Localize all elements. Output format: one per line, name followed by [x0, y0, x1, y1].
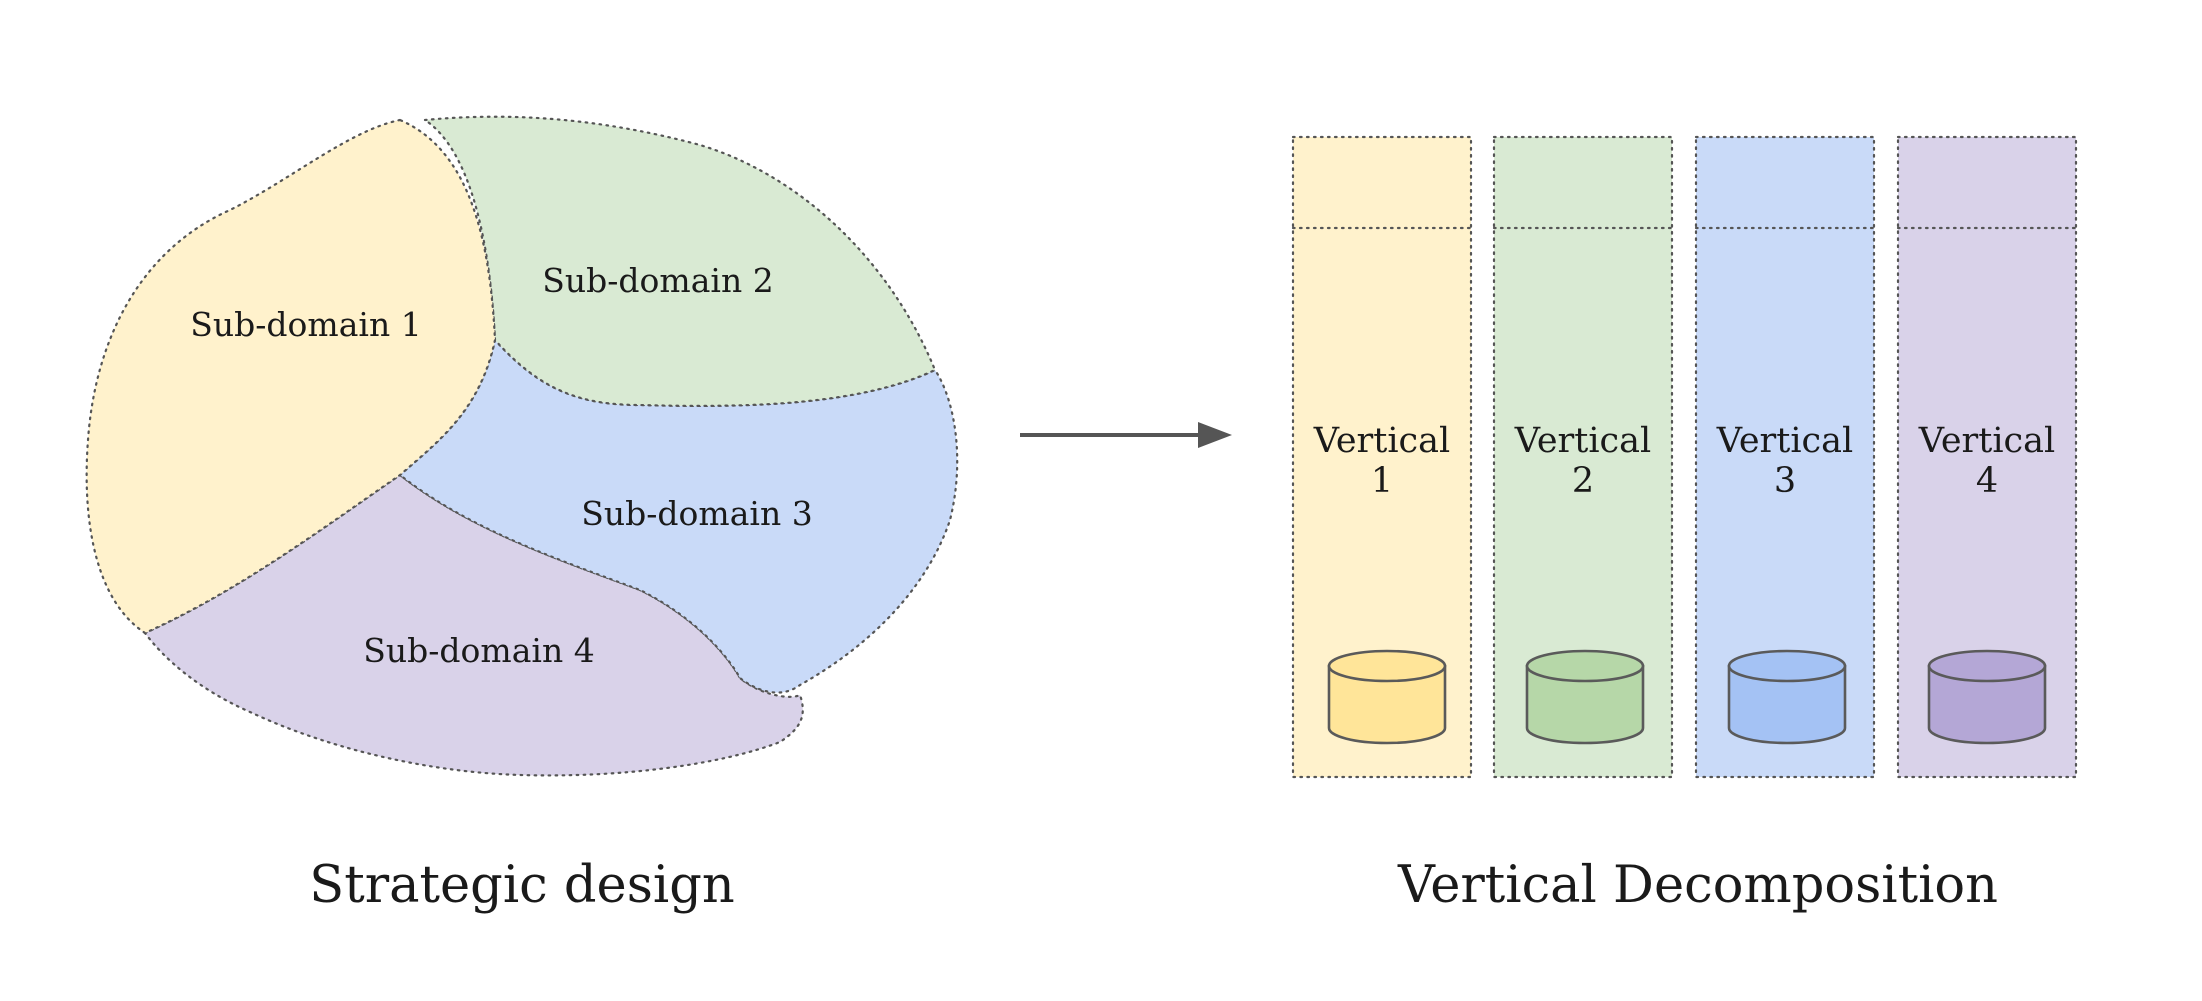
- database-icon: [1327, 649, 1447, 745]
- database-icon: [1927, 649, 2047, 745]
- vertical-4-label-line2: 4: [1976, 461, 1998, 501]
- vertical-3-label-line2: 3: [1774, 461, 1796, 501]
- vertical-decomposition: Vertical 1 Vertical 2 Vertical 3: [1291, 135, 2078, 779]
- vertical-4-label-line1: Vertical: [1918, 421, 2055, 461]
- vertical-column-4: Vertical 4: [1896, 135, 2078, 779]
- right-arrow-icon: [1020, 422, 1232, 448]
- database-icon: [1727, 649, 1847, 745]
- vertical-column-2: Vertical 2: [1492, 135, 1674, 779]
- strategic-design-caption: Strategic design: [309, 856, 734, 915]
- vertical-1-label-line1: Vertical: [1313, 421, 1450, 461]
- vertical-1-label-line2: 1: [1371, 461, 1393, 501]
- sub-domain-2-label: Sub-domain 2: [542, 261, 773, 300]
- strategic-design-blob: Sub-domain 1 Sub-domain 2 Sub-domain 3 S…: [85, 115, 959, 777]
- database-icon: [1525, 649, 1645, 745]
- sub-domain-4-label: Sub-domain 4: [363, 631, 594, 670]
- region-sub-domain-1: [85, 118, 497, 635]
- vertical-2-label-line1: Vertical: [1514, 421, 1651, 461]
- region-sub-domain-2: [421, 115, 937, 407]
- vertical-2-label-line2: 2: [1572, 461, 1594, 501]
- vertical-column-3: Vertical 3: [1694, 135, 1876, 779]
- sub-domain-1-label: Sub-domain 1: [190, 305, 421, 344]
- vertical-column-1: Vertical 1: [1291, 135, 1473, 779]
- vertical-3-label-line1: Vertical: [1716, 421, 1853, 461]
- sub-domain-3-label: Sub-domain 3: [581, 494, 812, 533]
- vertical-decomposition-caption: Vertical Decomposition: [1397, 856, 1998, 915]
